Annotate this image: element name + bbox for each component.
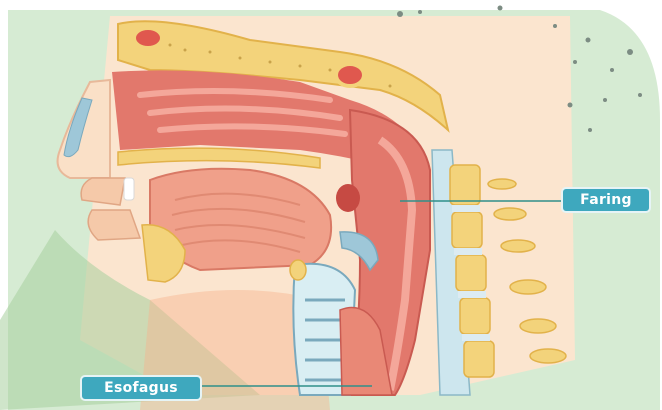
frontal-sinus: [134, 28, 162, 48]
hyoid-bone: [290, 260, 306, 280]
lower-lip: [88, 210, 140, 240]
tonsil: [336, 184, 360, 212]
upper-tooth: [124, 178, 134, 200]
label-esofagus: Esofagus: [80, 375, 202, 401]
label-faring: Faring: [561, 187, 651, 213]
upper-lip: [81, 178, 125, 205]
sphenoid-sinus: [336, 64, 364, 86]
